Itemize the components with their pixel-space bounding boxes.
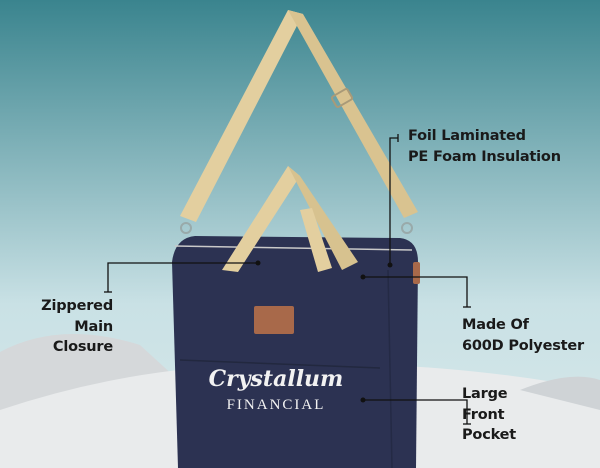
callout-line: Large (462, 386, 508, 402)
shoulder-strap (180, 10, 418, 234)
callout-foil-insulation: Foil Laminated PE Foam Insulation (408, 126, 561, 167)
zipper (174, 245, 413, 251)
callout-line: Pocket (462, 427, 517, 443)
cooler-bag (172, 236, 420, 468)
callout-front-pocket: Large Front Pocket (462, 384, 516, 446)
carry-handles (222, 166, 358, 272)
callout-line: Closure (52, 339, 113, 355)
callout-line: Front (462, 406, 505, 423)
logo-subtitle: FINANCIAL (226, 397, 326, 413)
callout-material: Made Of 600D Polyester (462, 315, 584, 356)
strap-buckle (330, 88, 354, 108)
callout-line: PE Foam Insulation (408, 148, 561, 165)
logo-name: Crystallum (208, 366, 344, 392)
callout-dots (255, 260, 393, 403)
callout-line: Main (74, 318, 113, 335)
callout-line: Made Of (462, 317, 529, 333)
leather-patch (254, 306, 294, 334)
callout-line: Foil Laminated (408, 128, 526, 144)
callout-zippered-main-closure: Zippered Main Closure (10, 296, 113, 358)
callout-line: 600D Polyester (462, 337, 584, 354)
callout-lines (104, 134, 471, 425)
callout-line: Zippered (41, 298, 113, 314)
hill-right (520, 376, 600, 410)
